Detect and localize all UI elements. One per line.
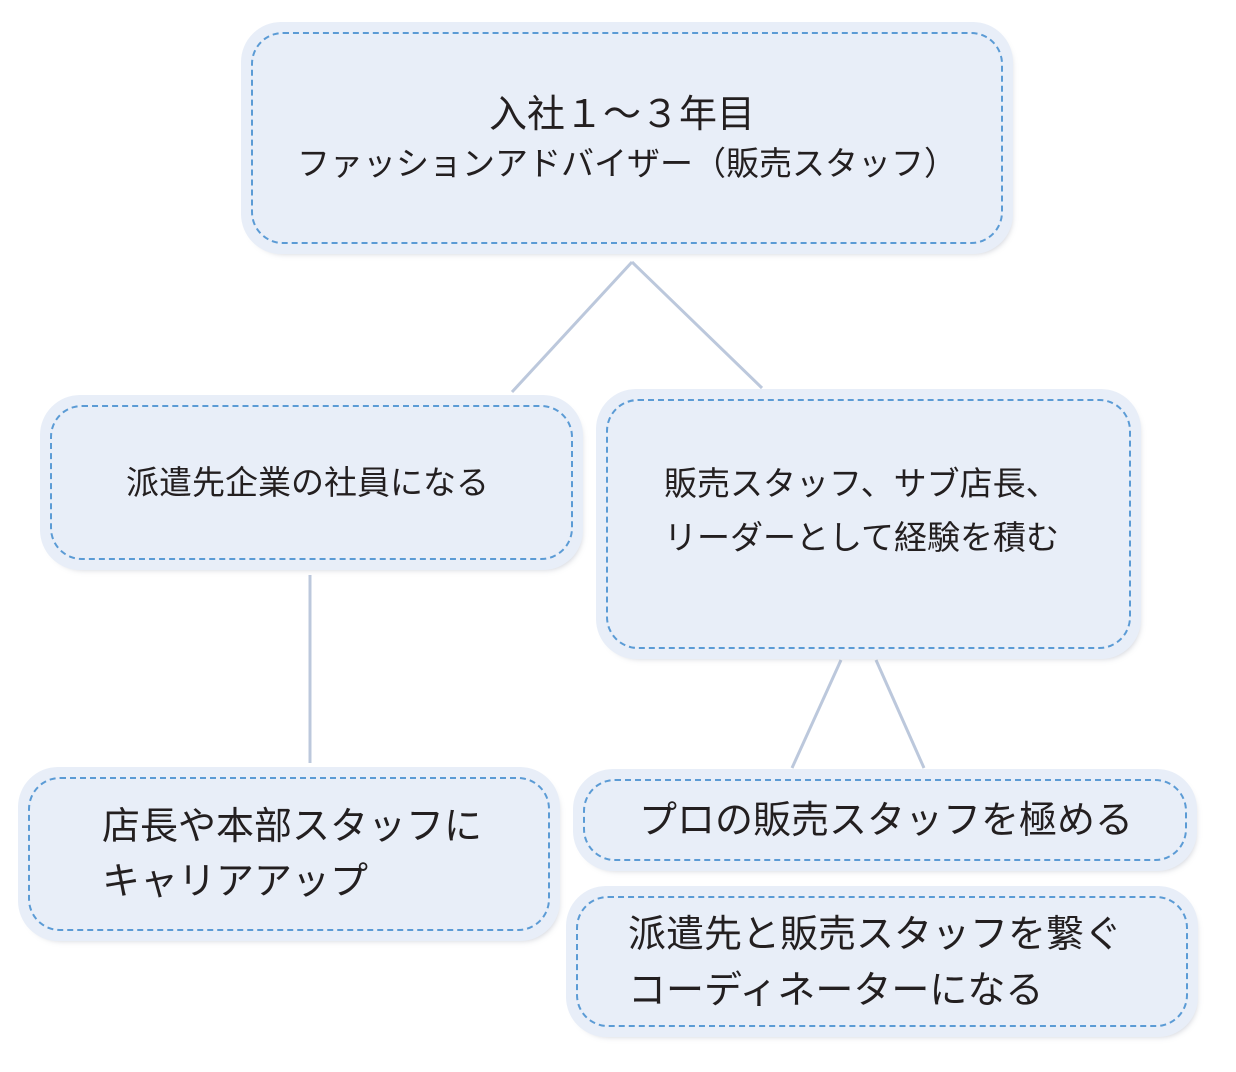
node-gain-experience-line2: リーダーとして経験を積む — [664, 518, 1060, 557]
node-become-employee-line1: 派遣先企業の社員になる — [126, 462, 489, 502]
connector-right-to-bottom-right-2 — [874, 659, 926, 769]
node-career-up: 店長や本部スタッフに キャリアアップ — [22, 771, 556, 937]
node-become-employee: 派遣先企業の社員になる — [44, 399, 579, 566]
node-first-three-years-line2: ファッションアドバイザー（販売スタッフ） — [297, 144, 957, 183]
connector-right-to-bottom-right-1 — [790, 659, 843, 769]
connector-top-to-right — [630, 260, 764, 390]
node-first-three-years-line1: 入社１～３年目 — [488, 92, 755, 136]
node-career-up-line2: キャリアアップ — [102, 859, 369, 903]
node-career-up-line1: 店長や本部スタッフに — [102, 804, 483, 848]
node-first-three-years: 入社１～３年目 ファッションアドバイザー（販売スタッフ） — [245, 26, 1009, 250]
node-pro-sales-staff-line1: プロの販売スタッフを極める — [639, 798, 1134, 842]
node-coordinator-line2: コーディネーターになる — [628, 967, 1044, 1012]
connector-top-to-left — [510, 260, 634, 394]
node-coordinator: 派遣先と販売スタッフを繋ぐ コーディネーターになる — [570, 890, 1194, 1033]
node-coordinator-line1: 派遣先と販売スタッフを繋ぐ — [628, 911, 1123, 956]
node-gain-experience: 販売スタッフ、サブ店長、 リーダーとして経験を積む — [600, 393, 1137, 655]
node-pro-sales-staff: プロの販売スタッフを極める — [577, 773, 1193, 867]
node-gain-experience-line1: 販売スタッフ、サブ店長、 — [664, 464, 1059, 503]
